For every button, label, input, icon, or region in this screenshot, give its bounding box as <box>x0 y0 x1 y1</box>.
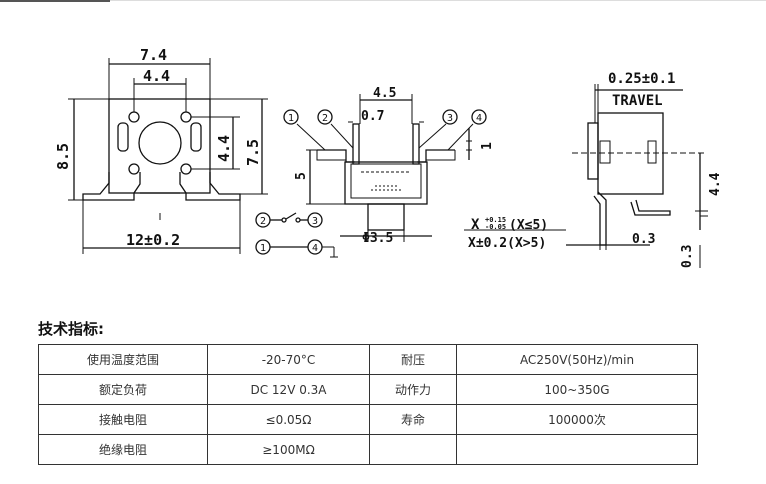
circuit-label-2: 2 <box>260 216 266 227</box>
pin-label-4: 4 <box>476 113 482 124</box>
spec-value: DC 12V 0.3A <box>207 374 370 405</box>
tolerance-line2: X±0.2(X>5) <box>468 236 546 251</box>
front-right-slot <box>190 122 202 152</box>
front-hole-tl <box>128 111 140 123</box>
side-view <box>283 94 566 242</box>
pin-label-circle-4 <box>471 109 487 125</box>
spec-label: 绝缘电阻 <box>38 434 208 465</box>
tolerance-cond1: (X≤5) <box>509 218 548 233</box>
front-left-leg <box>82 172 141 201</box>
top-accent-bar <box>0 0 110 2</box>
pin-label-1: 1 <box>288 113 294 124</box>
pin-label-circle-2 <box>317 109 333 125</box>
travel-button <box>587 122 599 180</box>
travel-dim-value: 0.25±0.1 <box>608 71 675 87</box>
dim-top-inner: 4.4 <box>143 67 170 85</box>
table-row: 额定负荷 DC 12V 0.3A 动作力 100~350G <box>38 374 698 405</box>
spec-label: 额定负荷 <box>38 374 208 405</box>
dim-left-height: 8.5 <box>54 143 72 170</box>
pin-label-2: 2 <box>322 113 328 124</box>
front-hole-bl <box>128 163 140 175</box>
circuit-label-4: 4 <box>312 243 318 254</box>
top-divider <box>110 0 766 1</box>
front-left-slot <box>117 122 129 152</box>
spec-label <box>369 434 457 465</box>
front-view <box>68 58 268 254</box>
spec-value: 100000次 <box>456 404 698 435</box>
circuit-label-1: 1 <box>260 243 266 254</box>
travel-pin <box>593 191 607 246</box>
spec-table: 使用温度范围 -20-70°C 耐压 AC250V(50Hz)/min 额定负荷… <box>38 344 698 465</box>
circuit-label-3: 3 <box>312 216 318 227</box>
travel-view <box>566 84 708 268</box>
tolerance-minus: -0.05 <box>485 223 506 231</box>
circuit-symbol <box>255 212 338 258</box>
front-hole-br <box>180 163 192 175</box>
side-pin-right <box>412 123 420 165</box>
travel-dim-offset: 0.3 <box>632 232 655 247</box>
table-row: 使用温度范围 -20-70°C 耐压 AC250V(50Hz)/min <box>38 344 698 375</box>
side-stem <box>367 203 405 231</box>
side-pin-left <box>352 123 360 165</box>
travel-dim-height: 4.4 <box>708 172 723 196</box>
front-body-outline <box>108 98 211 194</box>
front-center-button <box>138 121 182 165</box>
table-row: 绝缘电阻 ≥100MΩ <box>38 434 698 465</box>
side-dim-pin-width: 0.7 <box>361 109 384 124</box>
table-row: 接触电阻 ≤0.05Ω 寿命 100000次 <box>38 404 698 435</box>
side-dim-stem: Φ3.5 <box>362 231 393 246</box>
pin-label-circle-1 <box>283 109 299 125</box>
spec-value: ≤0.05Ω <box>207 404 370 435</box>
dim-top-outer: 7.4 <box>140 46 167 64</box>
spec-label: 接触电阻 <box>38 404 208 435</box>
pin-label-circle-3 <box>442 109 458 125</box>
side-dim-height: 5 <box>294 172 309 180</box>
dim-right-inner: 4.4 <box>215 135 233 162</box>
spec-label: 动作力 <box>369 374 457 405</box>
spec-value: -20-70°C <box>207 344 370 375</box>
pin-label-3: 3 <box>447 113 453 124</box>
spec-value: 100~350G <box>456 374 698 405</box>
side-dim-right: 1 <box>480 142 495 150</box>
spec-heading: 技术指标: <box>38 320 104 338</box>
spec-value: AC250V(50Hz)/min <box>456 344 698 375</box>
spec-label: 寿命 <box>369 404 457 435</box>
spec-value: ≥100MΩ <box>207 434 370 465</box>
tolerance-plus: +0.15 <box>485 216 506 224</box>
side-dim-top: 4.5 <box>373 86 396 101</box>
spec-label: 使用温度范围 <box>38 344 208 375</box>
technical-drawing: 7.4 4.4 8.5 4.4 7.5 12±0.2 4.5 0.7 5 1 Φ… <box>54 46 723 268</box>
dim-bottom-width: 12±0.2 <box>126 231 180 249</box>
travel-label: TRAVEL <box>612 93 663 109</box>
tolerance-x: X <box>471 217 480 233</box>
travel-dim-pin-thickness: 0.3 <box>680 245 695 268</box>
spec-label: 耐压 <box>369 344 457 375</box>
dim-right-outer: 7.5 <box>244 139 262 166</box>
front-hole-tr <box>180 111 192 123</box>
spec-value <box>456 434 698 465</box>
